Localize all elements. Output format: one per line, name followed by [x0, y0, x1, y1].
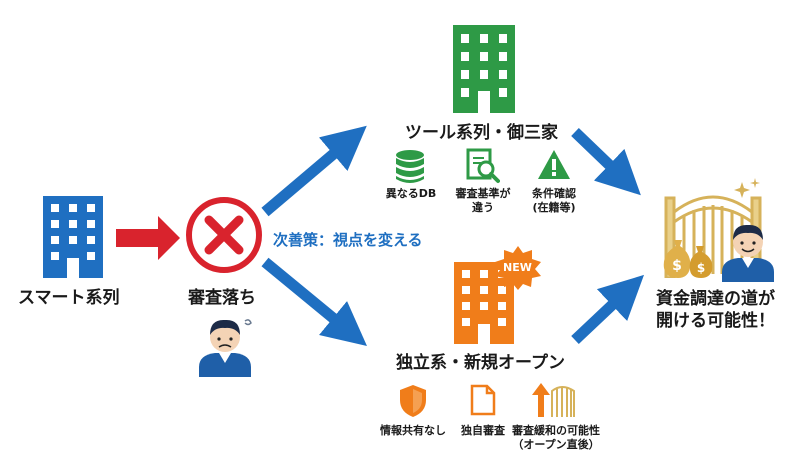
feature-line: 情報共有なし — [380, 424, 446, 437]
goal-label: 資金調達の道が 開ける可能性！ — [656, 288, 775, 332]
feature-no-info-sharing: 情報共有なし — [374, 424, 452, 438]
warning-icon — [538, 150, 570, 179]
arrow-to-independent — [261, 257, 367, 346]
feature-line: 異なるDB — [385, 187, 437, 200]
smart-series-label: スマート系列 — [18, 288, 120, 308]
money-bags-icon: $ $ — [663, 240, 713, 278]
arrow-to-tools — [261, 125, 367, 217]
goal-label-line1: 資金調達の道が — [656, 289, 775, 309]
rejected-label: 審査落ち — [188, 288, 256, 308]
feature-line: 審査基準が — [455, 187, 511, 200]
feature-line: 審査緩和の可能性 — [512, 424, 600, 437]
feature-line: 独自審査 — [461, 424, 505, 437]
document-icon — [470, 384, 496, 416]
feature-line: 条件確認 — [532, 187, 576, 200]
reject-cross-icon — [186, 197, 262, 273]
new-badge-text: NEW — [503, 261, 532, 274]
svg-text:$: $ — [672, 258, 682, 274]
feature-different-db: 異なるDB — [383, 187, 439, 201]
database-icon — [396, 150, 424, 183]
feature-own-screening: 独自審査 — [453, 424, 513, 438]
goal-label-line2: 開ける可能性！ — [656, 311, 775, 331]
green-building-icon — [453, 25, 515, 113]
new-badge-icon — [495, 246, 541, 290]
next-step-label: 次善策：視点を変える — [273, 231, 423, 249]
happy-person-icon — [722, 224, 774, 282]
feature-different-criteria: 審査基準が 違う — [450, 187, 516, 215]
arrow-independent-to-goal — [571, 274, 645, 345]
shield-icon — [400, 385, 426, 417]
worried-person-icon — [199, 319, 252, 377]
tools-series-label: ツール系列・御三家 — [405, 123, 558, 143]
svg-text:$: $ — [697, 261, 705, 275]
feature-line: (在籍等) — [532, 201, 576, 214]
gate-arrow-icon — [532, 383, 575, 417]
red-arrow — [116, 216, 180, 260]
feature-line: （オープン直後） — [512, 438, 600, 451]
feature-possible-relaxation: 審査緩和の可能性 （オープン直後） — [510, 424, 602, 452]
feature-confirm-conditions: 条件確認 (在籍等) — [524, 187, 584, 215]
orange-building-icon — [454, 262, 514, 344]
magnifier-document-icon — [466, 148, 500, 183]
arrow-tools-to-goal — [571, 128, 641, 196]
independent-series-label: 独立系・新規オープン — [396, 353, 565, 373]
blue-building-icon — [43, 196, 103, 278]
feature-line: 違う — [472, 201, 494, 214]
